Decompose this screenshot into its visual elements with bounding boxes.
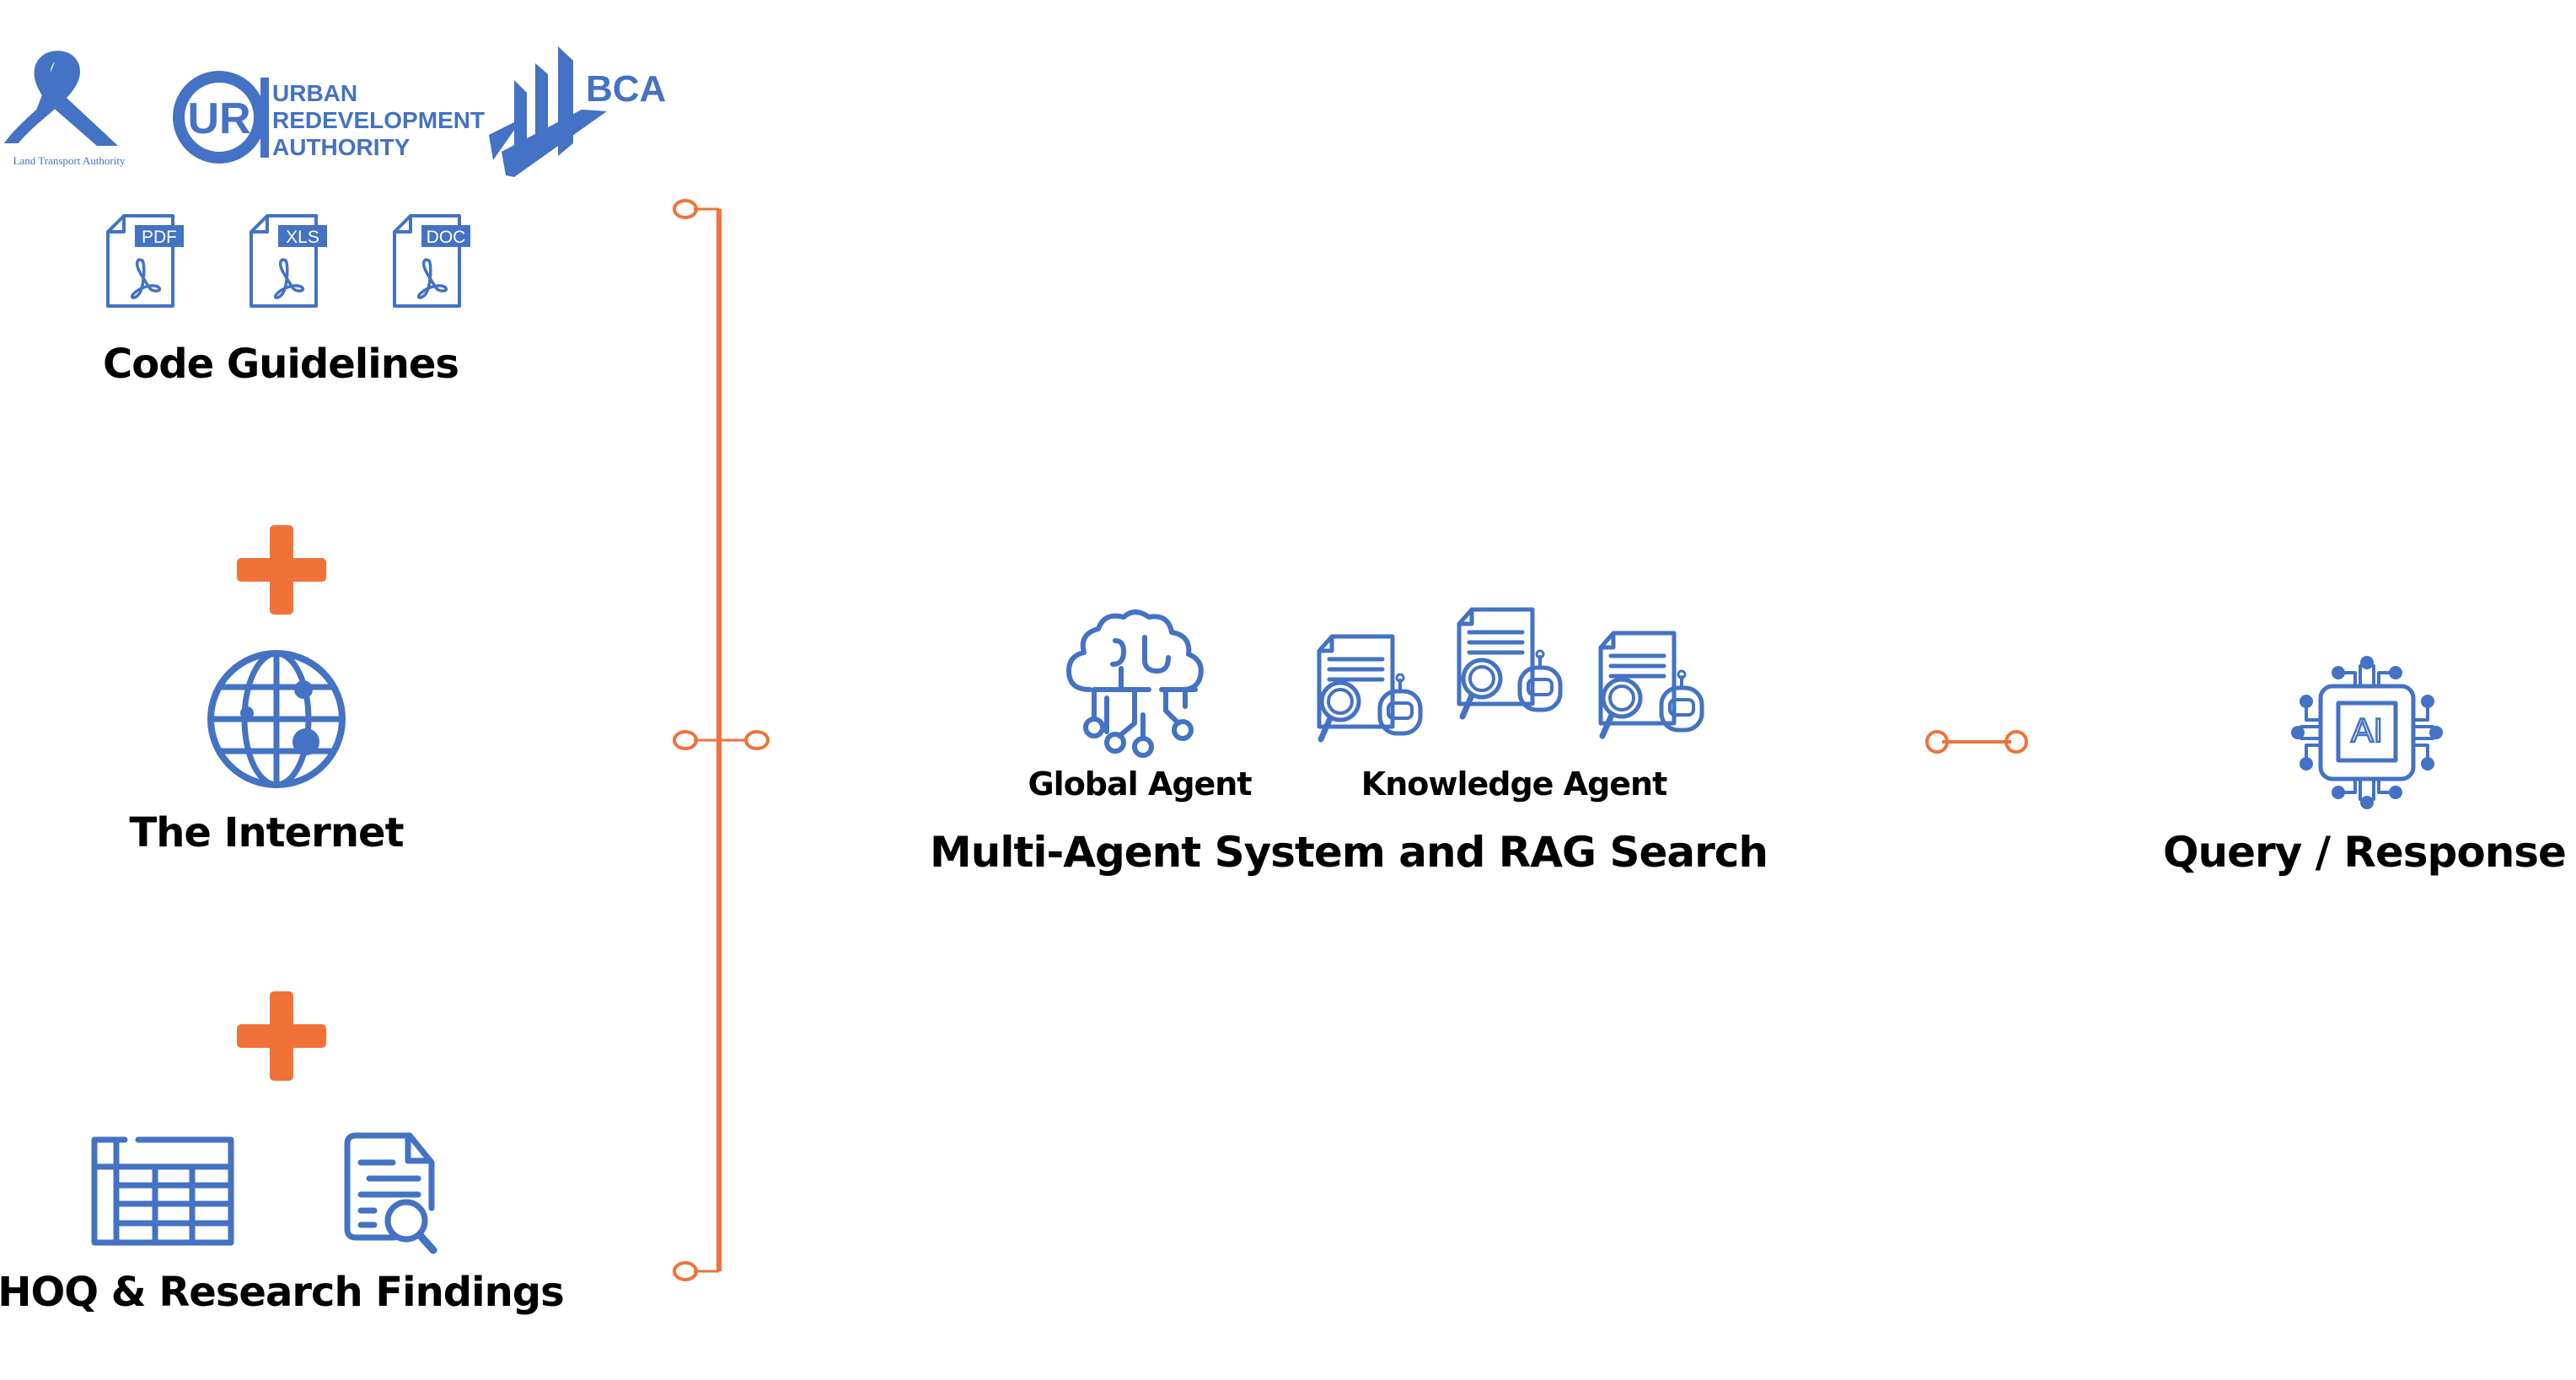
lta-logo: Land Transport Authority [4,51,126,167]
hoq-title: HOQ & Research Findings [0,1269,565,1316]
global-agent-label: Global Agent [1028,765,1252,803]
bca-text: BCA [586,68,666,110]
ai-chip-icon: AI [2291,656,2443,809]
connector-node [673,1261,698,1281]
research-document-icon [344,1132,437,1254]
ura-line-3: AUTHORITY [272,134,411,160]
multi-agent-system-title: Multi-Agent System and RAG Search [929,828,1768,877]
code-guidelines-title: Code Guidelines [103,341,459,388]
ura-line-2: REDEVELOPMENT [272,107,485,133]
ura-line-1: URBAN [272,80,357,106]
xls-label: XLS [286,228,319,247]
pdf-label: PDF [142,228,177,247]
query-response-title: Query / Response [2163,828,2567,877]
ai-chip-label: AI [2351,712,2383,749]
output-connector [1925,730,2028,754]
ura-monogram: UR [187,94,250,143]
document-search-robot-icon [1598,631,1704,739]
internet-title: The Internet [129,809,404,856]
lta-caption: Land Transport Authority [13,154,126,167]
connector-node [673,199,698,219]
connector-node [673,730,698,750]
pdf-file-icon: PDF [106,214,184,308]
xls-file-icon: XLS [250,214,327,308]
bca-logo: BCA [489,46,666,177]
ura-logo: UR URBAN REDEVELOPMENT AUTHORITY [173,71,485,164]
connector-node [2004,730,2028,754]
document-search-robot-icon [1317,634,1423,743]
bracket-connector [673,199,770,1281]
plus-icon [237,525,326,615]
brain-circuit-icon [1066,609,1204,758]
document-search-robot-icon [1457,607,1563,720]
table-icon [91,1136,234,1246]
connector-node [1925,730,1949,754]
connector-node [744,730,770,750]
doc-label: DOC [427,228,466,247]
plus-icon [237,991,326,1081]
knowledge-agent-label: Knowledge Agent [1360,765,1668,803]
globe-icon [207,650,346,788]
doc-file-icon: DOC [393,214,470,308]
